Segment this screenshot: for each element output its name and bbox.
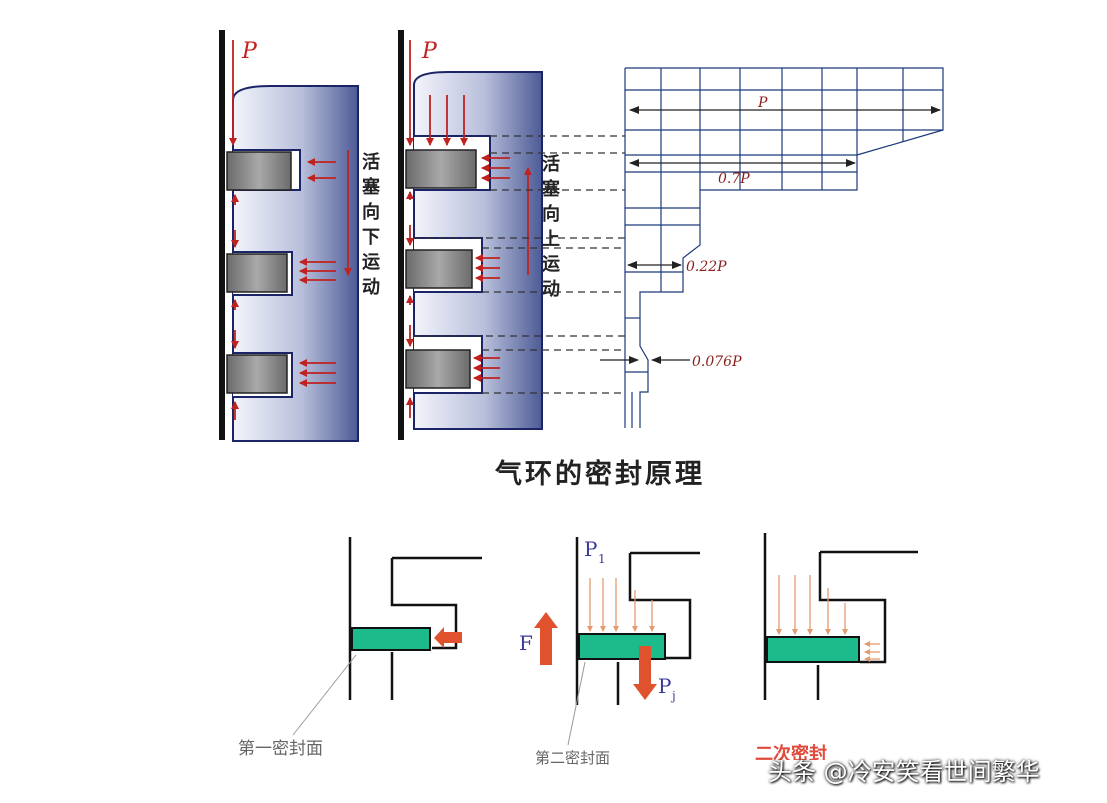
motion-text-down-3: 向 [362, 201, 380, 223]
motion-text-up-2: 塞 [542, 178, 561, 200]
motion-text-down-5: 运 [362, 252, 380, 273]
motion-text-up-3: 向 [542, 203, 560, 225]
force-pj-arrow [633, 646, 657, 700]
piston-down-figure: P 活 塞 向 下 运 动 [219, 30, 381, 442]
piston-ring-mid-1 [405, 149, 477, 189]
pressure-p1-subscript: 1 [598, 552, 606, 566]
motion-text-down-1: 活 [362, 151, 380, 173]
pressure-label-0-22p: 0.22P [686, 259, 727, 275]
second-seal-face-label: 第二密封面 [535, 749, 611, 767]
pressure-label-full: P [757, 95, 768, 111]
motion-text-up-4: 上 [542, 229, 560, 250]
piston-ring-green-3 [766, 636, 860, 663]
piston-ring-mid-3 [405, 349, 471, 389]
motion-text-up-1: 活 [542, 153, 560, 175]
motion-text-down-6: 动 [362, 277, 380, 298]
pressure-label-0-7p: 0.7P [718, 171, 750, 187]
force-f-arrow [534, 612, 558, 665]
piston-ring-2 [226, 253, 288, 293]
pressure-label-p-left: P [241, 39, 258, 64]
motion-text-up-5: 运 [542, 254, 560, 275]
piston-ring-green-2 [578, 633, 666, 660]
secondary-seal-label: 二次密封 [755, 744, 827, 760]
force-f-label: F [519, 631, 533, 655]
pressure-label-p-mid: P [421, 39, 438, 64]
motion-text-down-4: 下 [362, 227, 380, 248]
side-pressure-arrow [434, 627, 462, 648]
pressure-label-0-076p: 0.076P [692, 354, 742, 370]
piston-ring-1 [226, 151, 292, 191]
piston-up-figure: P 活 塞 向 上 运 动 [398, 30, 625, 440]
seal-figure-2: P 1 F P j [519, 537, 700, 746]
piston-ring-3 [226, 354, 288, 394]
pressure-pj-subscript: j [670, 689, 676, 703]
motion-text-up-6: 动 [542, 279, 560, 300]
projection-lines [414, 135, 625, 394]
seal-figure-1 [292, 537, 482, 736]
pressure-pj-label: P [658, 674, 671, 698]
pressure-p1-label: P [584, 537, 597, 561]
piston-ring-mid-2 [405, 249, 473, 289]
piston-ring-green-1 [351, 627, 431, 651]
first-seal-face-label: 第一密封面 [238, 739, 323, 759]
diagram-caption: 气环的密封原理 [495, 459, 705, 490]
seal-figure-3 [763, 533, 918, 700]
pressure-distribution-grid [624, 67, 944, 428]
watermark: 头条 @冷安笑看世间繁华 [768, 758, 1040, 786]
motion-text-down-2: 塞 [362, 176, 381, 198]
